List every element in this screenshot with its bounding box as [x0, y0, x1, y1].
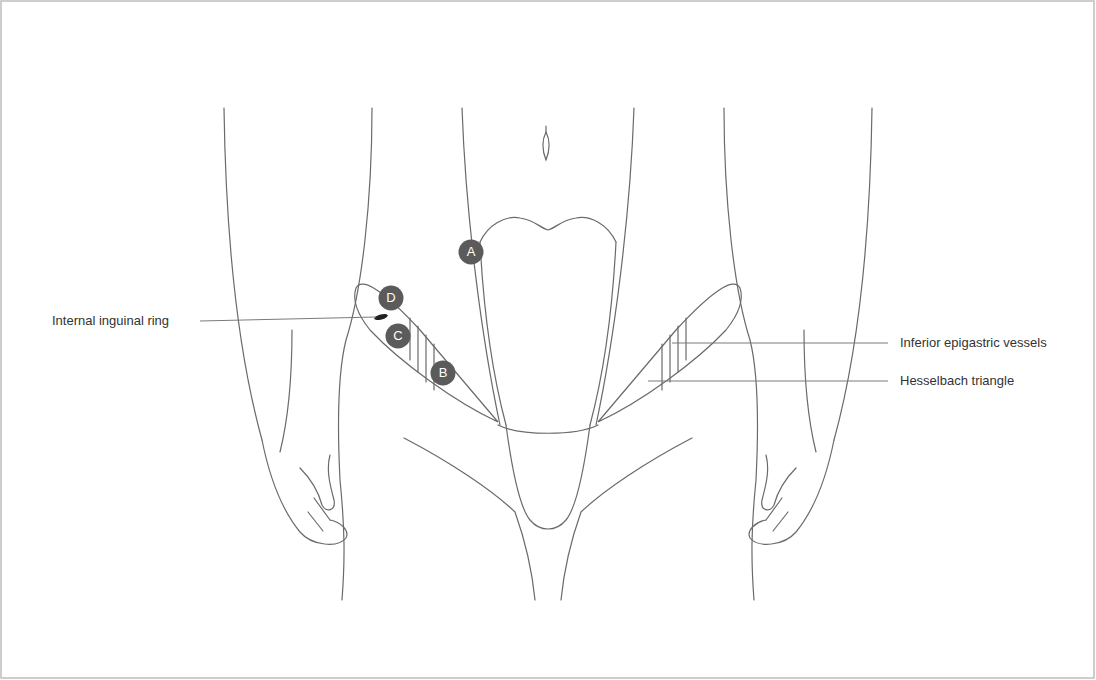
callout-letter: C [385, 323, 411, 349]
inguinal-region [355, 284, 498, 422]
leader-lines [200, 317, 888, 381]
callout-disc [379, 286, 404, 311]
callout-letter: D [378, 285, 404, 311]
callout-circle: D [378, 285, 404, 311]
bladder-outline [506, 425, 590, 529]
leader-line [200, 317, 376, 321]
navel [543, 132, 549, 160]
pelvic-floor-line [498, 425, 598, 433]
inner-arm-line [280, 330, 292, 452]
rectus-sheath-line [480, 242, 506, 425]
left-half-body [224, 108, 535, 600]
leader-line [672, 343, 888, 344]
peritoneum-edge [480, 217, 616, 242]
anatomy-label: Inferior epigastric vessels [900, 335, 1047, 351]
torso-outline [338, 108, 372, 600]
arm-outline [224, 108, 262, 440]
callout-circle: A [458, 239, 484, 265]
callout-disc [431, 361, 456, 386]
groin-line [404, 438, 535, 600]
body-outline [224, 108, 872, 600]
anatomy-label: Internal inguinal ring [52, 313, 169, 329]
callout-circle: C [385, 323, 411, 349]
callout-letter: A [458, 239, 484, 265]
callout-letter: B [430, 360, 456, 386]
anatomy-label: Hesselbach triangle [900, 373, 1014, 389]
callout-disc [459, 240, 484, 265]
hand-outline [262, 440, 347, 544]
callout-circle: B [430, 360, 456, 386]
callout-disc [386, 324, 411, 349]
right-half-body [561, 108, 872, 600]
leader-line [648, 381, 888, 382]
vessel-hatching [410, 318, 434, 390]
finger-line [308, 498, 330, 531]
navel-line [545, 126, 546, 132]
